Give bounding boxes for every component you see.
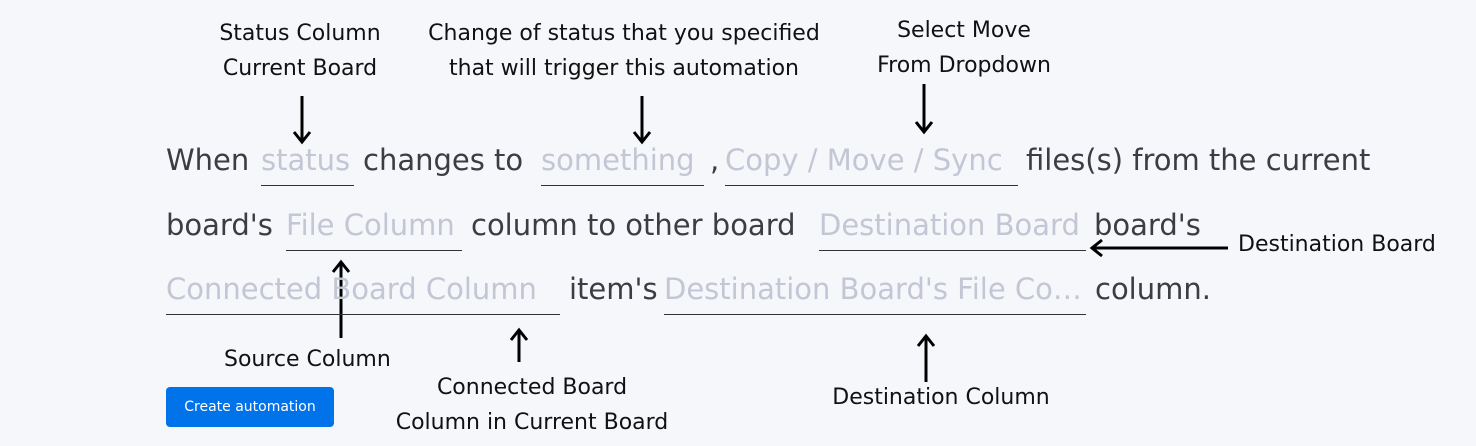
sentence-items: item's	[569, 272, 658, 306]
annotation-status-column: Status Column Current Board	[200, 16, 400, 86]
action-select[interactable]: Copy / Move / Sync	[725, 146, 1018, 186]
arrow-up-icon	[916, 333, 936, 382]
annotation-destination-board: Destination Board	[1238, 227, 1436, 262]
annotation-source-column: Source Column	[224, 342, 391, 377]
arrow-down-icon	[632, 96, 652, 145]
connected-board-column-select[interactable]: Connected Board Column	[166, 275, 560, 315]
annotation-select-move-text: Select Move From Dropdown	[877, 18, 1051, 78]
destination-file-column-select[interactable]: Destination Board's File Col...	[664, 275, 1086, 315]
destination-board-select[interactable]: Destination Board	[819, 211, 1086, 251]
annotation-source-column-text: Source Column	[224, 347, 391, 372]
arrow-down-icon	[914, 84, 934, 135]
annotation-destination-column-text: Destination Column	[832, 385, 1050, 410]
arrow-left-icon	[1089, 238, 1228, 258]
sentence-comma: ,	[710, 143, 720, 177]
sentence-boards-2: board's	[1094, 208, 1201, 242]
sentence-column-end: column.	[1095, 272, 1211, 306]
status-column-select[interactable]: status	[261, 146, 354, 186]
file-column-select[interactable]: File Column	[286, 211, 462, 251]
status-value-select[interactable]: something	[541, 146, 704, 186]
arrow-up-icon	[509, 327, 529, 362]
sentence-files-from: files(s) from the current	[1026, 143, 1371, 177]
sentence-when: When	[166, 143, 250, 177]
annotation-destination-column: Destination Column	[816, 380, 1066, 415]
sentence-boards: board's	[166, 208, 273, 242]
arrow-up-icon	[331, 259, 351, 338]
sentence-column-to-other: column to other board	[471, 208, 796, 242]
annotation-status-column-text: Status Column Current Board	[219, 21, 381, 81]
create-automation-button[interactable]: Create automation	[166, 387, 334, 427]
annotation-change-of-status: Change of status that you specified that…	[400, 16, 848, 86]
annotation-change-of-status-text: Change of status that you specified that…	[428, 21, 820, 81]
annotation-destination-board-text: Destination Board	[1238, 232, 1436, 257]
sentence-changes-to: changes to	[363, 143, 524, 177]
annotation-connected-board-column-text: Connected Board Column in Current Board	[395, 375, 669, 435]
arrow-down-icon	[292, 96, 312, 145]
annotation-connected-board-column: Connected Board Column in Current Board	[370, 370, 694, 440]
annotation-select-move: Select Move From Dropdown	[854, 13, 1074, 83]
